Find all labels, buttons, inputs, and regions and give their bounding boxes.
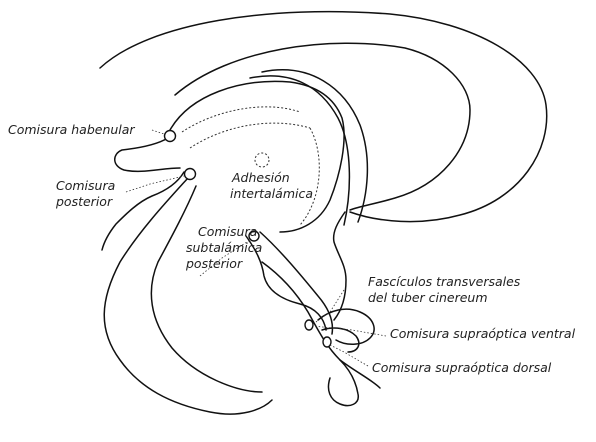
label-subtalamica-line2: subtalámica xyxy=(186,240,262,255)
leader-habenular xyxy=(152,130,164,134)
thalamus-outline xyxy=(170,81,344,232)
stria-dotted-3 xyxy=(300,128,319,225)
label-supraoptica-dorsal: Comisura supraóptica dorsal xyxy=(372,360,552,375)
label-subtalamica-line3: posterior xyxy=(185,256,243,271)
tuber-floor xyxy=(262,262,380,388)
label-comisura-habenular: Comisura habenular xyxy=(8,122,135,137)
leader-posterior xyxy=(126,176,184,192)
label-fasciculos-line1: Fascículos transversales xyxy=(368,274,521,289)
label-comisura-posterior-line2: posterior xyxy=(55,194,113,209)
brainstem-outline-left xyxy=(104,178,272,414)
label-subtalamica-line1: Comisura xyxy=(198,224,257,239)
stria-dotted-2 xyxy=(190,123,310,148)
infundibulum-outline xyxy=(328,360,358,406)
label-comisura-posterior-line1: Comisura xyxy=(56,178,115,193)
supraoptic-ventral-marker xyxy=(305,320,313,330)
label-fasciculos-line2: del tuber cinereum xyxy=(368,290,488,305)
supraoptic-dorsal-marker xyxy=(323,337,331,347)
stria-dotted-1 xyxy=(182,107,300,132)
pineal-region-outline xyxy=(115,138,180,171)
interthalamic-adhesion-marker xyxy=(255,153,269,167)
label-supraoptica-ventral: Comisura supraóptica ventral xyxy=(390,326,576,341)
habenular-commissure-marker xyxy=(165,131,176,142)
label-adhesion-line2: intertalámica xyxy=(230,186,313,201)
outer-arc-inner xyxy=(175,43,470,210)
label-adhesion-line1: Adhesión xyxy=(231,170,290,185)
brainstem-outline-mid xyxy=(151,186,262,392)
posterior-commissure-marker xyxy=(185,169,196,180)
lamina-terminalis xyxy=(334,212,346,320)
fornix-band-outer xyxy=(250,76,349,225)
